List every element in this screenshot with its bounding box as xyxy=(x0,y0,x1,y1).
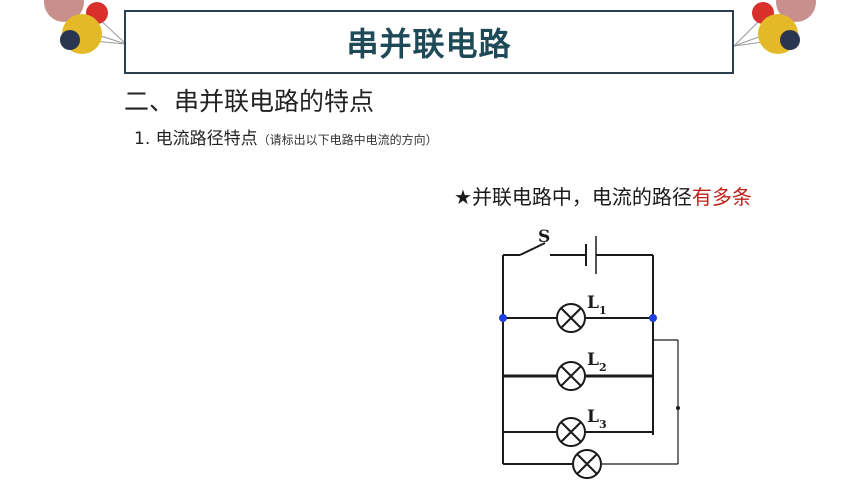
balloon-decoration-right xyxy=(733,0,816,54)
title-box: 串并联电路 xyxy=(124,10,734,74)
page-title: 串并联电路 xyxy=(346,25,512,63)
lamp-3-label: L xyxy=(587,407,599,427)
subheading-note: （请标出以下电路中电流的方向） xyxy=(257,133,438,147)
star-icon: ★ xyxy=(454,185,472,209)
lamp-1-label: L xyxy=(587,293,599,313)
lamp-2-sub: 2 xyxy=(599,361,607,374)
section-heading: 二、串并联电路的特点 xyxy=(124,87,375,116)
subheading-text: 1. 电流路径特点 xyxy=(134,129,258,149)
callout-highlight: 有多条 xyxy=(691,185,752,209)
lamp-2-label: L xyxy=(587,350,599,370)
callout-text: 并联电路中，电流的路径 xyxy=(471,185,692,209)
lamp-1-sub: 1 xyxy=(599,304,607,317)
balloon-decoration-left xyxy=(44,0,127,54)
subheading: 1. 电流路径特点（请标出以下电路中电流的方向） xyxy=(134,124,438,149)
lamp-3-sub: 3 xyxy=(599,418,607,431)
junction-node-left xyxy=(499,314,507,322)
junction-node-right xyxy=(649,314,657,322)
switch-label: S xyxy=(538,227,550,247)
callout: ★并联电路中，电流的路径有多条 xyxy=(454,181,752,210)
parallel-circuit-diagram: S L 1 L 2 L 3 xyxy=(499,227,680,479)
